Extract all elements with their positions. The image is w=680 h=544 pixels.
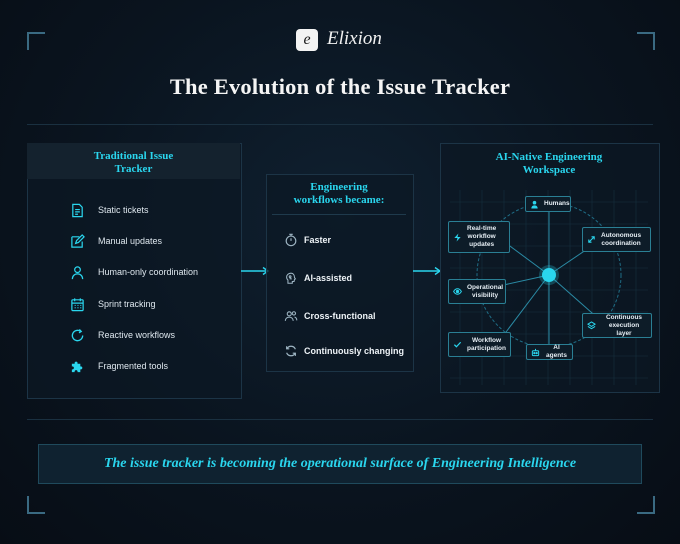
conclusion-banner: The issue tracker is becoming the operat…: [38, 444, 642, 484]
people-icon: [531, 200, 538, 209]
eye-icon: [453, 288, 462, 295]
workflows-divider: [272, 214, 406, 215]
list-item: Human-only coordination: [70, 263, 198, 281]
bolt-icon: [454, 232, 461, 242]
bottom-divider: [27, 419, 653, 420]
stopwatch-icon: [285, 233, 297, 247]
list-item: Continuously changing: [284, 343, 404, 359]
item-label: AI-assisted: [304, 273, 353, 283]
item-label: Static tickets: [98, 205, 149, 215]
list-item: Manual updates: [70, 232, 162, 250]
item-label: Fragmented tools: [98, 361, 169, 371]
item-label: Sprint tracking: [98, 299, 156, 309]
document-icon: [72, 203, 83, 217]
traditional-panel: [27, 143, 242, 399]
corner-bottom-left: [27, 496, 45, 514]
list-item: Cross-functional: [284, 308, 376, 324]
calendar-icon: [71, 297, 84, 311]
node-ai-agents: AI agents: [526, 344, 573, 360]
brand-name: Elixion: [327, 28, 382, 49]
item-label: Reactive workflows: [98, 330, 176, 340]
page-title: The Evolution of the Issue Tracker: [169, 74, 511, 99]
item-label: Cross-functional: [304, 311, 376, 321]
item-label: Continuously changing: [304, 346, 404, 356]
list-item: Faster: [284, 232, 331, 248]
person-icon: [71, 265, 84, 279]
people-icon: [284, 311, 298, 321]
traditional-panel-header: [27, 143, 240, 179]
refresh-icon: [71, 328, 84, 341]
arrow-middle-to-right: [413, 266, 442, 276]
list-item: Reactive workflows: [70, 326, 175, 344]
top-divider: [27, 124, 653, 125]
list-item: AI-assisted: [284, 270, 352, 286]
robot-icon: [531, 348, 540, 356]
list-item: Fragmented tools: [70, 357, 168, 375]
item-label: Manual updates: [98, 236, 163, 246]
list-item: Sprint tracking: [70, 295, 156, 313]
brand-logo: e: [296, 29, 318, 51]
check-icon: [453, 341, 462, 348]
layers-icon: [587, 321, 596, 330]
puzzle-icon: [71, 361, 83, 372]
item-label: Faster: [304, 235, 332, 245]
edit-icon: [71, 233, 85, 248]
cycle-icon: [286, 345, 296, 357]
corner-top-right: [637, 32, 655, 50]
hub-node: [542, 268, 556, 282]
list-item: Static tickets: [70, 201, 149, 219]
node-humans: Humans: [525, 196, 571, 212]
corner-bottom-right: [637, 496, 655, 514]
brain-icon: [286, 272, 297, 284]
corner-top-left: [27, 32, 45, 50]
arrows-icon: [588, 236, 595, 243]
item-label: Human-only coordination: [98, 267, 199, 277]
